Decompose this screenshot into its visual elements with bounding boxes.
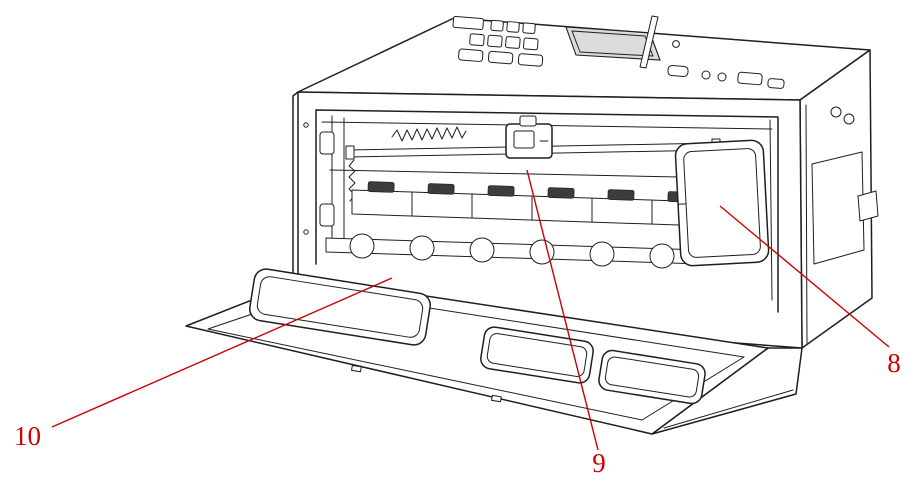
callout-label-10: 10 <box>14 421 41 451</box>
key-small-1 <box>490 19 504 32</box>
key-wide-2 <box>458 48 484 62</box>
cover-recess-large <box>249 268 431 346</box>
side-latch-tab <box>857 190 879 222</box>
roller-wheel-1 <box>349 233 375 259</box>
roller-wheel-2 <box>409 235 435 261</box>
side-hole-2 <box>843 113 855 125</box>
tension-spring <box>391 126 467 142</box>
roller-wheel-3 <box>469 237 495 263</box>
key-small-2 <box>506 21 520 33</box>
access-panel-inner <box>683 148 761 258</box>
interior-mechanism <box>319 115 773 301</box>
carriage-latch <box>505 115 553 159</box>
bracket-clip-2 <box>319 203 335 227</box>
power-led <box>672 40 680 48</box>
button-round-2 <box>717 72 727 82</box>
frame-screw-1 <box>303 122 309 128</box>
right-side-panel <box>811 106 879 265</box>
roller-wheel-4 <box>529 239 555 265</box>
cover-tick-2 <box>491 394 502 403</box>
callout-label-8: 8 <box>887 348 901 378</box>
control-panel <box>452 15 785 89</box>
key-small-4 <box>469 33 485 47</box>
cover-rim <box>207 290 745 421</box>
right-face-corner-line <box>805 104 808 344</box>
button-rect-2 <box>767 78 785 89</box>
interior-shelf-line <box>329 169 731 179</box>
feed-rollers <box>325 233 703 269</box>
left-guide-bracket <box>319 115 356 253</box>
leader-line-9 <box>526 169 599 451</box>
leader-line-10 <box>51 277 393 428</box>
side-hole-1 <box>830 106 842 118</box>
latch-tab <box>519 115 537 127</box>
interior-opening <box>303 109 779 313</box>
latch-window <box>513 130 535 149</box>
frame-screw-2 <box>303 229 309 235</box>
bracket-clip-1 <box>319 131 335 155</box>
side-door <box>811 151 865 265</box>
key-small-3 <box>522 22 536 35</box>
cover-recess-right <box>598 349 706 405</box>
front-cover-open <box>185 268 769 435</box>
left-edge <box>292 91 299 301</box>
right-access-panel <box>674 139 770 267</box>
button-rect-1 <box>737 71 763 86</box>
opening-frame <box>315 109 779 313</box>
callout-label-9: 9 <box>592 448 606 478</box>
keypad <box>452 15 544 67</box>
leader-line-8 <box>719 205 890 348</box>
key-wide-3 <box>487 50 514 65</box>
key-wide-4 <box>517 53 544 67</box>
cover-recess-right-inner <box>604 356 700 398</box>
cover-recess-mid <box>480 326 594 384</box>
interior-right-wall <box>769 119 773 301</box>
callouts: 8 9 10 <box>14 169 901 478</box>
key-small-7 <box>523 37 539 51</box>
rail-cap-left <box>345 145 355 160</box>
button-pill-1 <box>667 65 689 77</box>
key-wide-1 <box>452 15 484 30</box>
cover-tick-1 <box>351 364 362 373</box>
key-small-5 <box>487 34 503 48</box>
display-screen-inner <box>571 30 654 57</box>
roller-wheel-5 <box>589 241 615 267</box>
base-inner-line <box>663 389 794 429</box>
button-round-1 <box>701 70 711 80</box>
slot-vent <box>639 15 659 69</box>
key-small-6 <box>505 36 521 49</box>
cover-recess-large-inner <box>256 276 424 338</box>
roller-wheel-6 <box>649 243 675 269</box>
cover-recess-mid-inner <box>486 333 588 377</box>
